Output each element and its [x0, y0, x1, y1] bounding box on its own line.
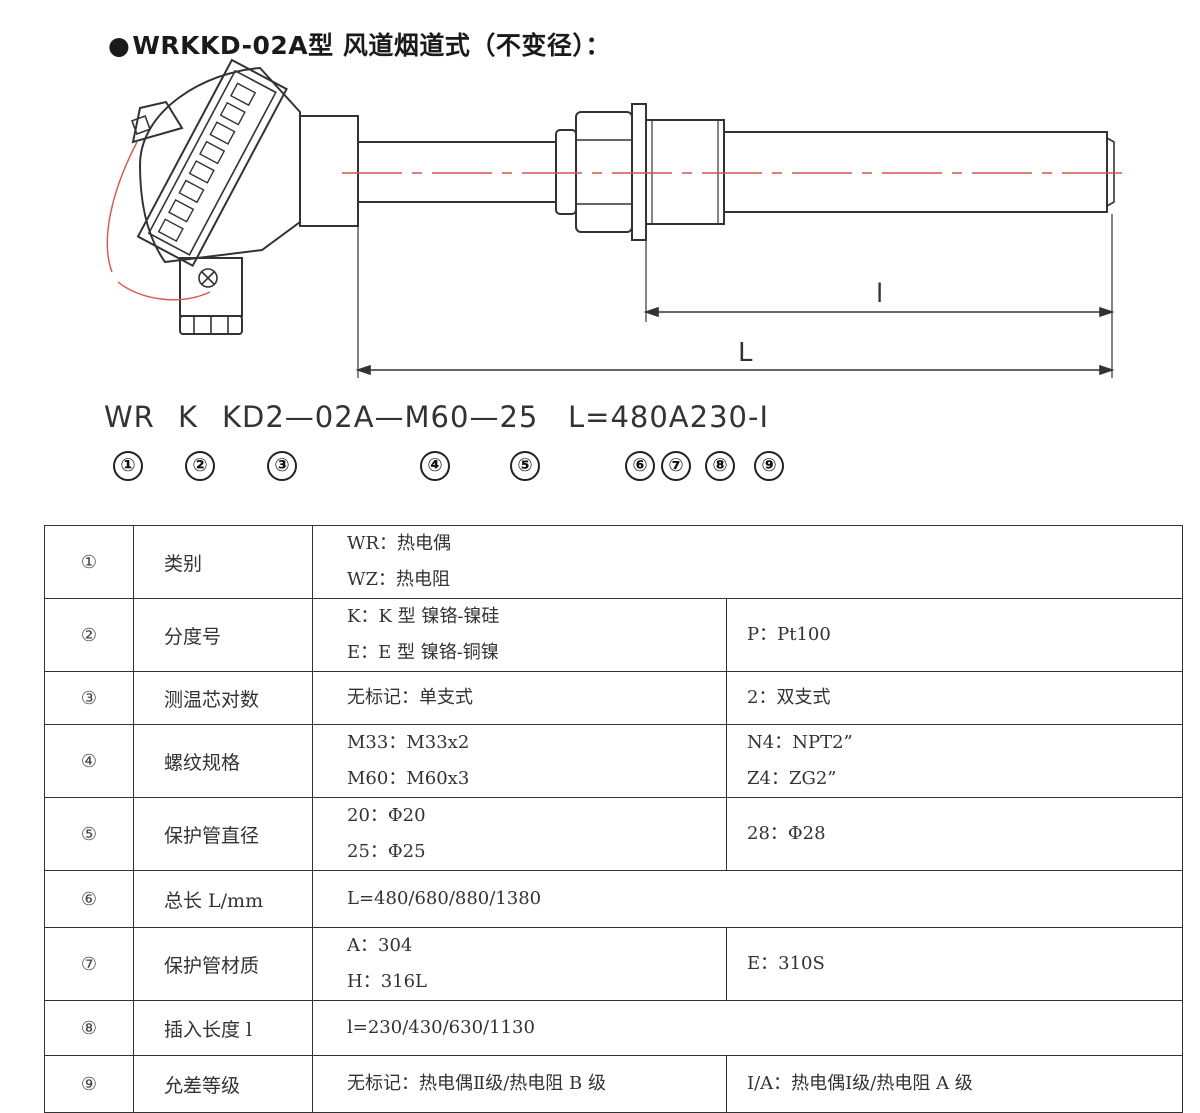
row-category: 类别 — [133, 525, 313, 599]
page-title: ●WRKKD-02A型 风道烟道式（不变径）： — [108, 26, 611, 62]
row-value: A：304 H：316L — [312, 927, 727, 1001]
marker-2: ② — [185, 451, 215, 481]
marker-3: ③ — [267, 451, 297, 481]
row-category: 保护管材质 — [133, 927, 313, 1001]
row-index: ③ — [44, 671, 134, 725]
row-index: ⑥ — [44, 870, 134, 928]
row-category: 总长 L/mm — [133, 870, 313, 928]
table-row: ⑥ 总长 L/mm L=480/680/880/1380 — [44, 870, 1183, 928]
head-lid-band — [136, 58, 288, 268]
gland-screw — [198, 268, 218, 288]
spec-table: ① 类别 WR：热电偶 WZ：热电阻 ② 分度号 K：K 型 镍铬-镍硅 E：E… — [44, 525, 1183, 1113]
row-value: l=230/430/630/1130 — [312, 1000, 1183, 1056]
thermocouple-drawing: l L — [106, 58, 1128, 378]
row-category: 分度号 — [133, 598, 313, 672]
protection-tube — [723, 131, 1108, 213]
extension-tube — [357, 141, 557, 203]
row-value-alt: 2：双支式 — [726, 671, 1183, 725]
row-value: 无标记：单支式 — [312, 671, 727, 725]
head-neck-block — [299, 115, 359, 227]
row-index: ② — [44, 598, 134, 672]
dim-label-l: l — [876, 279, 883, 309]
row-index: ⑧ — [44, 1000, 134, 1056]
wire-bottom — [117, 281, 211, 301]
marker-6: ⑥ — [625, 451, 655, 481]
model-code-wr: WR — [104, 400, 155, 434]
thread-section — [645, 119, 725, 225]
model-code-length: L=480A230-Ⅰ — [568, 400, 770, 434]
row-category: 插入长度 l — [133, 1000, 313, 1056]
row-index: ⑨ — [44, 1055, 134, 1113]
title-text: WRKKD-02A型 风道烟道式（不变径）： — [132, 31, 611, 60]
row-category: 测温芯对数 — [133, 671, 313, 725]
title-bullet: ● — [108, 31, 131, 60]
row-value: 20：Φ20 25：Φ25 — [312, 797, 727, 871]
table-row: ④ 螺纹规格 M33：M33x2 M60：M60x3 N4：NPT2” Z4：Z… — [44, 724, 1183, 798]
table-row: ② 分度号 K：K 型 镍铬-镍硅 E：E 型 镍铬-铜镍 P：Pt100 — [44, 598, 1183, 672]
marker-8: ⑧ — [705, 451, 735, 481]
row-category: 允差等级 — [133, 1055, 313, 1113]
flange-washer — [631, 103, 647, 241]
row-value-alt: P：Pt100 — [726, 598, 1183, 672]
row-value-alt: N4：NPT2” Z4：ZG2” — [726, 724, 1183, 798]
row-category: 保护管直径 — [133, 797, 313, 871]
row-index: ① — [44, 525, 134, 599]
tube-tip — [1106, 137, 1115, 207]
dim-label-L: L — [738, 338, 753, 368]
model-code-k: K — [178, 400, 199, 434]
table-row: ③ 测温芯对数 无标记：单支式 2：双支式 — [44, 671, 1183, 725]
row-value: K：K 型 镍铬-镍硅 E：E 型 镍铬-铜镍 — [312, 598, 727, 672]
table-row: ① 类别 WR：热电偶 WZ：热电阻 — [44, 525, 1183, 599]
table-row: ⑦ 保护管材质 A：304 H：316L E：310S — [44, 927, 1183, 1001]
marker-9: ⑨ — [754, 451, 784, 481]
lid-screw — [131, 115, 151, 135]
row-value: 无标记：热电偶Ⅱ级/热电阻 B 级 — [312, 1055, 727, 1113]
row-value: M33：M33x2 M60：M60x3 — [312, 724, 727, 798]
row-index: ⑤ — [44, 797, 134, 871]
row-index: ④ — [44, 724, 134, 798]
row-value: WR：热电偶 WZ：热电阻 — [312, 525, 1183, 599]
table-row: ⑤ 保护管直径 20：Φ20 25：Φ25 28：Φ28 — [44, 797, 1183, 871]
row-value-alt: 28：Φ28 — [726, 797, 1183, 871]
row-index: ⑦ — [44, 927, 134, 1001]
marker-1: ① — [113, 451, 143, 481]
hex-nut — [555, 129, 577, 215]
wire-left — [106, 141, 138, 273]
model-code-body: KD2—02A—M60—25 — [222, 400, 539, 434]
row-value: L=480/680/880/1380 — [312, 870, 1183, 928]
row-category: 螺纹规格 — [133, 724, 313, 798]
table-row: ⑧ 插入长度 l l=230/430/630/1130 — [44, 1000, 1183, 1056]
marker-7: ⑦ — [661, 451, 691, 481]
lid-screw-lug — [131, 100, 184, 144]
marker-4: ④ — [420, 451, 450, 481]
row-value-alt: Ⅰ/A：热电偶Ⅰ级/热电阻 A 级 — [726, 1055, 1183, 1113]
row-value-alt: E：310S — [726, 927, 1183, 1001]
table-row: ⑨ 允差等级 无标记：热电偶Ⅱ级/热电阻 B 级 Ⅰ/A：热电偶Ⅰ级/热电阻 A… — [44, 1055, 1183, 1113]
hex-body — [575, 111, 633, 233]
marker-5: ⑤ — [510, 451, 540, 481]
junction-head-dome — [138, 66, 301, 264]
